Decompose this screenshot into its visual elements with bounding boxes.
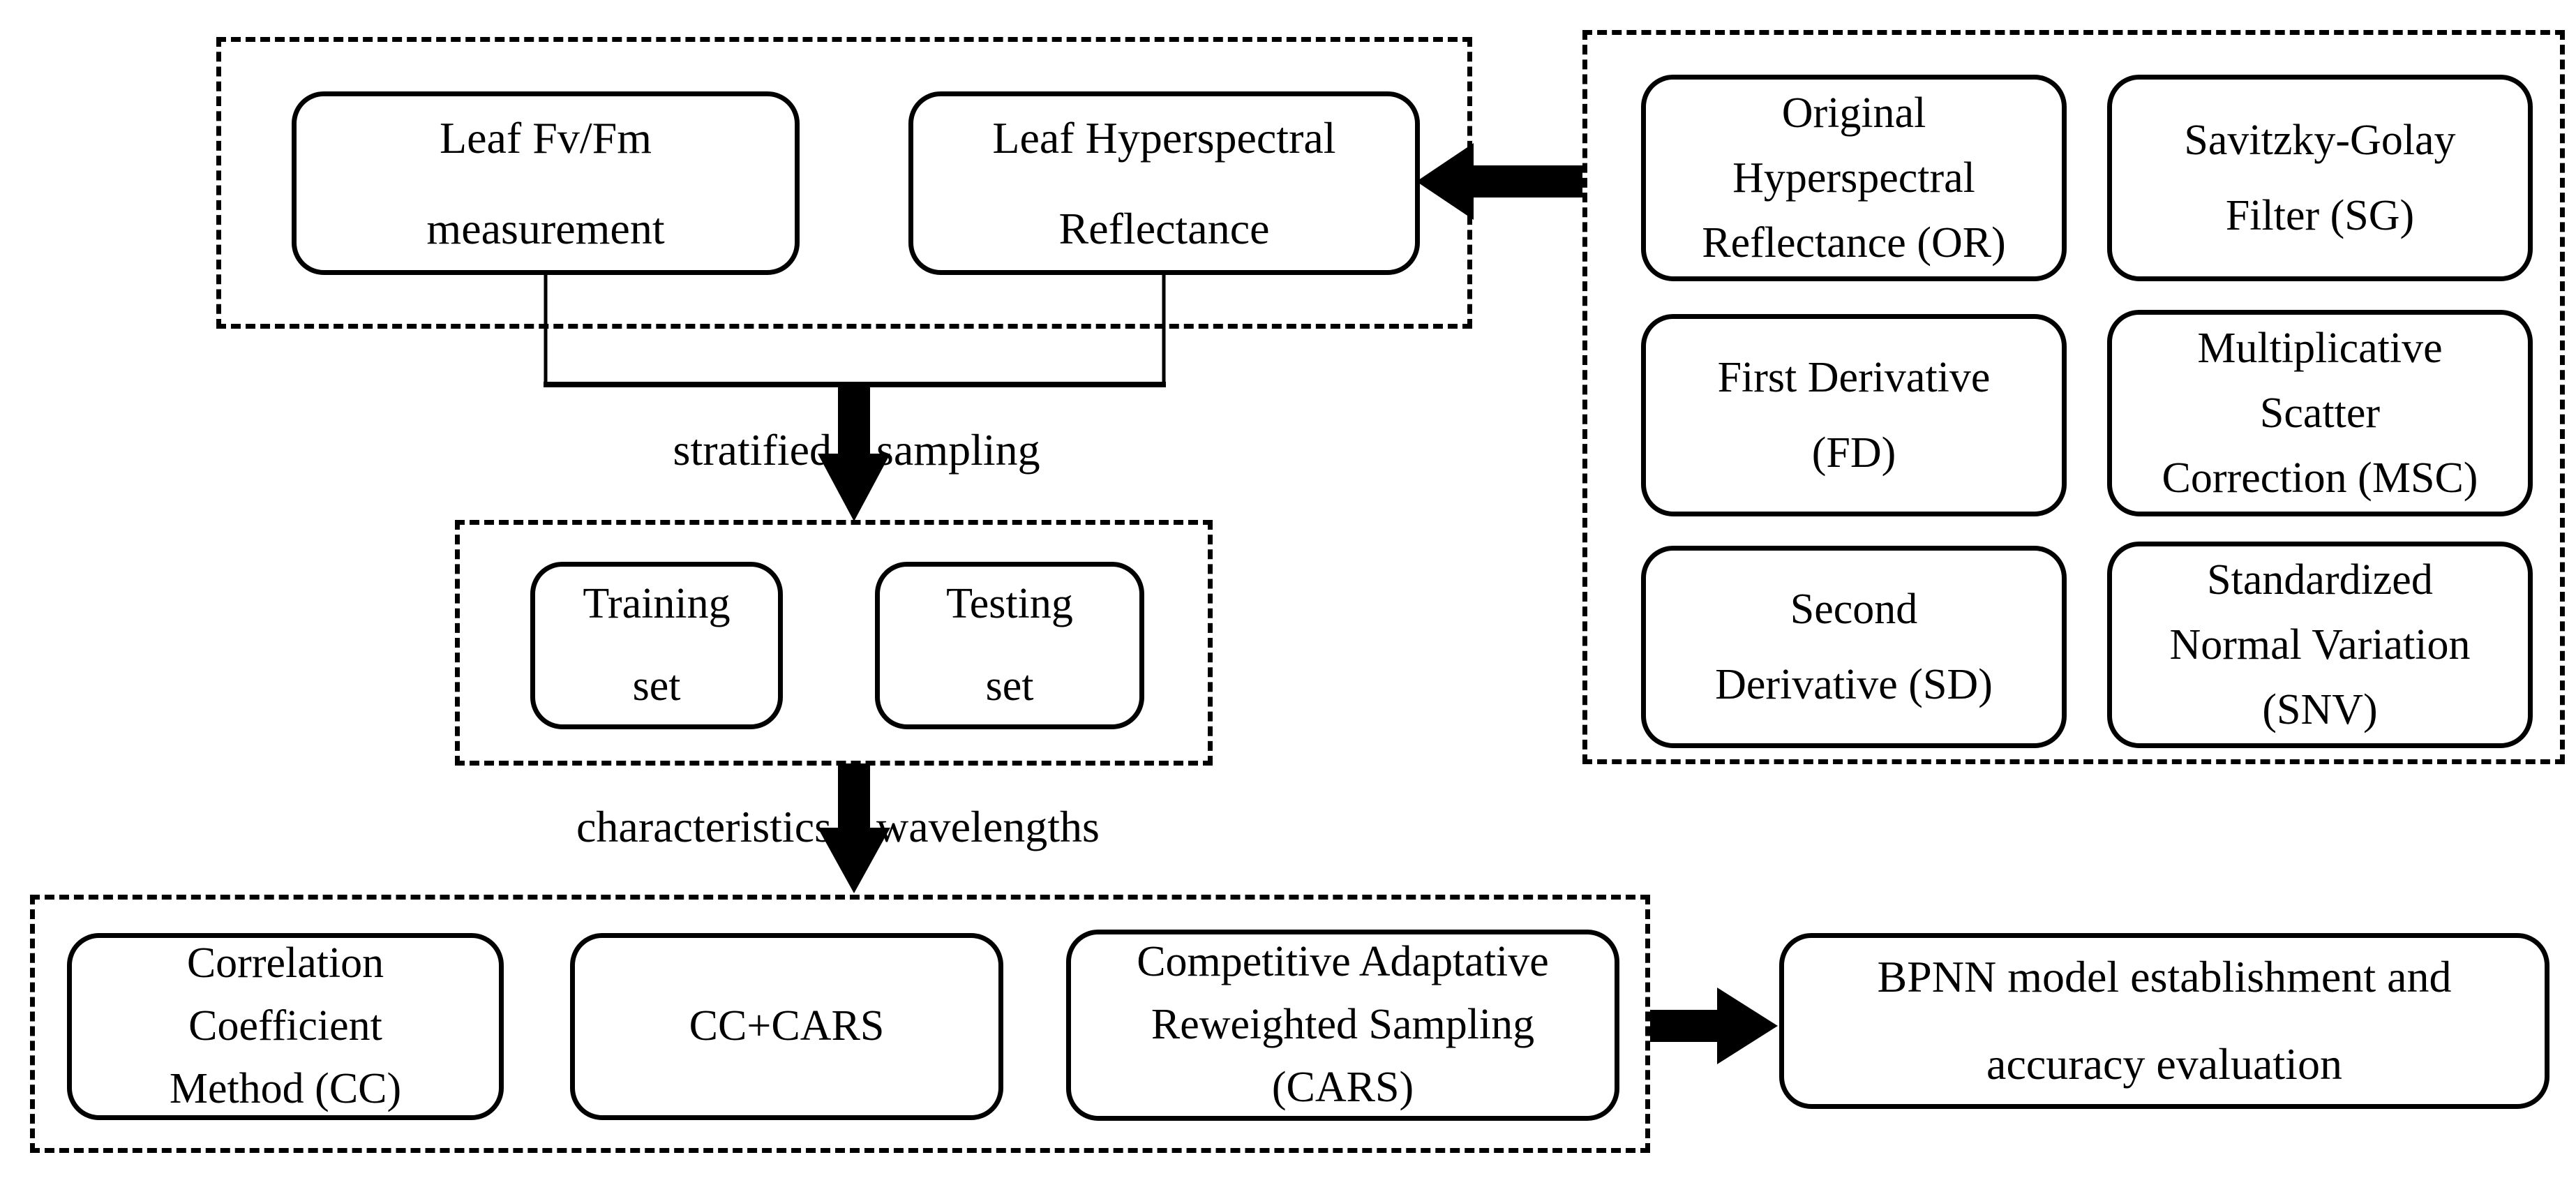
arrow-down-characteristics-wavelengths-icon xyxy=(818,763,890,893)
label-line: (FD) xyxy=(1811,429,1896,477)
arrow-left-preprocessing-to-reflectance-icon xyxy=(1416,143,1582,220)
label-line: Normal Variation xyxy=(2169,620,2471,669)
label-line: Original xyxy=(1781,89,1926,137)
merge-connector-lines xyxy=(544,274,1166,387)
label-line: Scatter xyxy=(2259,389,2381,437)
box-leaf-fvfm-measurement: Leaf Fv/Fm measurement xyxy=(292,91,800,275)
label-line: Reflectance (OR) xyxy=(1702,218,2006,267)
label-line: (CARS) xyxy=(1271,1063,1414,1111)
label-line: Reweighted Sampling xyxy=(1151,1001,1535,1049)
arrow-label-sampling: sampling xyxy=(876,425,1040,475)
label-line: Training xyxy=(583,580,731,628)
box-savitzky-golay-filter: Savitzky-Golay Filter (SG) xyxy=(2107,75,2533,281)
label-line: Multiplicative xyxy=(2197,324,2443,372)
box-second-derivative: Second Derivative (SD) xyxy=(1641,546,2067,748)
label-line: Derivative (SD) xyxy=(1715,661,1993,708)
box-multiplicative-scatter-correction: Multiplicative Scatter Correction (MSC) xyxy=(2107,310,2533,516)
label-line: Second xyxy=(1790,585,1918,633)
arrow-label-wavelengths: wavelengths xyxy=(876,802,1100,851)
box-cc-plus-cars: CC+CARS xyxy=(570,933,1003,1120)
label-line: Standardized xyxy=(2207,556,2433,604)
label-line: BPNN model establishment and xyxy=(1877,952,2452,1002)
box-original-hyperspectral-reflectance: Original Hyperspectral Reflectance (OR) xyxy=(1641,75,2067,281)
arrow-label-characteristics: characteristics xyxy=(576,802,832,851)
label-line: Correlation xyxy=(186,939,384,988)
box-training-set: Training set xyxy=(530,562,783,729)
box-standardized-normal-variation: Standardized Normal Variation (SNV) xyxy=(2107,542,2533,748)
box-testing-set: Testing set xyxy=(875,562,1144,729)
label-line: Savitzky-Golay xyxy=(2184,116,2456,164)
box-competitive-adaptative-reweighted-sampling: Competitive Adaptative Reweighted Sampli… xyxy=(1066,930,1619,1121)
group-wavelength-selection-dashed-box xyxy=(30,895,1650,1153)
arrow-right-selection-to-bpnn-icon xyxy=(1650,988,1778,1064)
label-line: Competitive Adaptative xyxy=(1137,938,1549,986)
label-line: set xyxy=(985,662,1034,710)
arrow-label-stratified: stratified xyxy=(673,425,832,475)
box-correlation-coefficient-method: Correlation Coefficient Method (CC) xyxy=(67,933,504,1120)
box-bpnn-model-establishment: BPNN model establishment and accuracy ev… xyxy=(1779,933,2549,1109)
label-line: accuracy evaluation xyxy=(1986,1039,2342,1089)
label-line: (SNV) xyxy=(2262,685,2378,733)
label-line: set xyxy=(632,662,681,710)
label-line: measurement xyxy=(426,203,665,253)
label-line: Reflectance xyxy=(1058,203,1270,253)
label-line: Hyperspectral xyxy=(1732,154,1975,202)
arrow-down-stratified-sampling-icon xyxy=(818,383,890,521)
label-line: Coefficient xyxy=(188,1002,382,1050)
label-line: Filter (SG) xyxy=(2225,192,2415,239)
group-preprocessing-dashed-box xyxy=(1582,30,2565,764)
label-line: Leaf Hyperspectral xyxy=(992,113,1336,163)
box-leaf-hyperspectral-reflectance: Leaf Hyperspectral Reflectance xyxy=(908,91,1420,275)
label-line: Leaf Fv/Fm xyxy=(440,113,652,163)
group-train-test-dashed-box xyxy=(455,520,1213,766)
label-line: CC+CARS xyxy=(689,1002,885,1050)
box-first-derivative: First Derivative (FD) xyxy=(1641,314,2067,516)
label-line: Testing xyxy=(946,580,1073,628)
label-line: First Derivative xyxy=(1717,353,1991,401)
label-line: Method (CC) xyxy=(169,1064,402,1112)
label-line: Correction (MSC) xyxy=(2162,454,2478,502)
